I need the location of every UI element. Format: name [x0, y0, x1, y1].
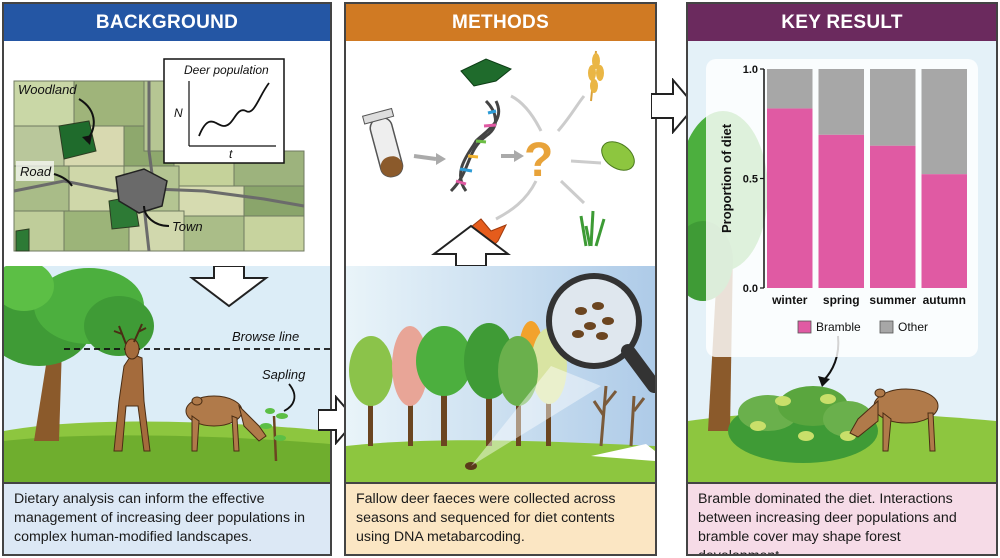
- landscape-map: Woodland Road Town Deer population N t: [4, 41, 330, 266]
- browse-line-label: Browse line: [232, 329, 299, 344]
- inset-title: Deer population: [184, 63, 269, 77]
- bar-bramble-summer: [870, 145, 916, 288]
- bar-other-spring: [818, 69, 864, 135]
- town-arrow: [143, 205, 170, 227]
- background-panel: BACKGROUND Woodl: [2, 2, 332, 556]
- methods-header: METHODS: [346, 4, 655, 41]
- key-result-header: KEY RESULT: [688, 4, 996, 41]
- town-area: [115, 168, 168, 214]
- bar-other-autumn: [921, 69, 967, 175]
- legend-label-other: Other: [898, 320, 928, 334]
- wheat-icon: [588, 50, 604, 102]
- woodland-patch: [58, 120, 97, 160]
- dna-helix-icon: [449, 99, 500, 193]
- oak-leaf-icon: [601, 141, 635, 171]
- town-label: Town: [172, 219, 203, 234]
- question-mark: ?: [524, 134, 553, 187]
- methods-caption: Fallow deer faeces were collected across…: [346, 482, 655, 554]
- background-header: BACKGROUND: [4, 4, 330, 41]
- sapling-arrow: [283, 383, 296, 412]
- legend-swatch-bramble: [797, 320, 812, 334]
- standing-deer: [113, 323, 151, 452]
- forest-trees: [349, 321, 646, 447]
- radial-arrows: [495, 94, 602, 221]
- bar-other-summer: [870, 69, 916, 146]
- legend-label-bramble: Bramble: [816, 320, 861, 334]
- woodland-arrowhead: [82, 135, 92, 145]
- bar-bramble-autumn: [921, 174, 967, 288]
- down-arrow: [189, 266, 269, 308]
- road-label: Road: [20, 164, 52, 179]
- y-tick-label: 1.0: [743, 64, 758, 76]
- methods-panel: METHODS ?: [344, 2, 657, 556]
- woodland-label: Woodland: [18, 82, 77, 97]
- sapling: [260, 408, 288, 462]
- inset-x-label: t: [229, 147, 233, 161]
- road-arrow: [53, 173, 73, 187]
- population-curve: [198, 82, 270, 137]
- population-inset: Deer population N t: [163, 58, 285, 164]
- grass-icon: [579, 210, 606, 247]
- legend-swatch-other: [879, 320, 894, 334]
- up-arrow: [431, 224, 511, 266]
- result-deer: [849, 388, 939, 452]
- arrow-to-result: [651, 78, 697, 134]
- grazing-deer: [185, 395, 267, 452]
- sample-tube-icon: [361, 107, 404, 178]
- sapling-label: Sapling: [262, 367, 306, 382]
- holly-leaf-icon: [460, 58, 512, 87]
- x-tick-label: autumn: [923, 293, 966, 307]
- x-tick-label: summer: [869, 293, 916, 307]
- background-caption: Dietary analysis can inform the effectiv…: [4, 482, 330, 554]
- y-tick-label: 0.0: [743, 283, 758, 295]
- y-tick-label: 0.5: [743, 174, 758, 186]
- key-result-caption: Bramble dominated the diet. Interactions…: [688, 482, 996, 554]
- x-tick-label: winter: [771, 293, 808, 307]
- bar-other-winter: [767, 69, 813, 109]
- magnifier-icon: [546, 273, 655, 393]
- methods-scene: [346, 266, 655, 485]
- bar-bramble-winter: [767, 108, 813, 288]
- bramble-bush: [728, 386, 878, 463]
- faeces-pellets: [465, 462, 477, 470]
- woodland-patch-3: [15, 228, 30, 252]
- x-tick-label: spring: [823, 293, 860, 307]
- bar-bramble-spring: [818, 134, 864, 288]
- inset-y-label: N: [174, 106, 183, 120]
- y-axis-label: Proportion of diet: [719, 123, 734, 233]
- methods-diagram: ?: [346, 41, 655, 266]
- background-scene: Browse line Sapling: [4, 266, 330, 485]
